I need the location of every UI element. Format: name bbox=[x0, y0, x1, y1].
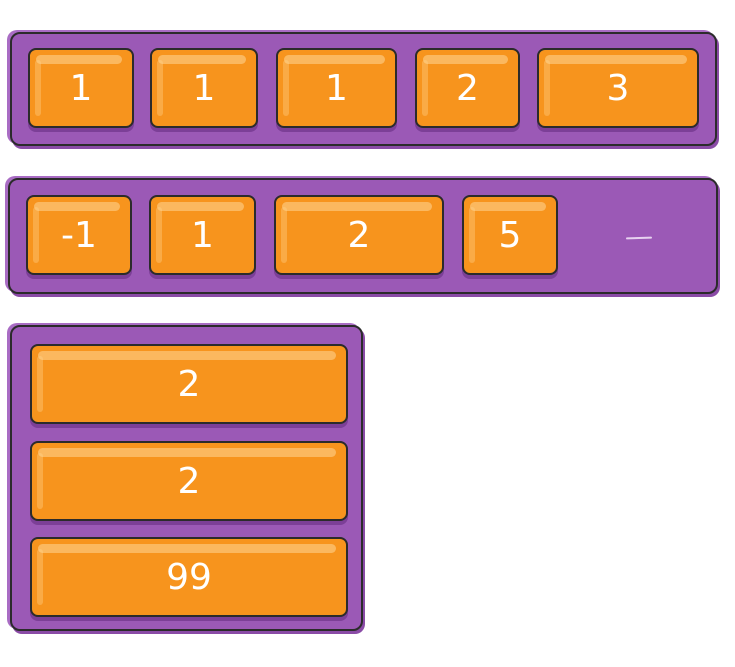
flex-item-label: 5 bbox=[498, 214, 522, 256]
flex-item-label: 2 bbox=[177, 363, 201, 405]
flex-item: 1 bbox=[150, 48, 258, 128]
flex-item-label: 3 bbox=[606, 67, 630, 109]
flex-item: 1 bbox=[276, 48, 397, 128]
flex-item-label: 1 bbox=[325, 67, 348, 109]
empty-space-mark bbox=[625, 236, 653, 240]
flex-item: 2 bbox=[274, 195, 444, 275]
flex-item-label: 1 bbox=[192, 67, 216, 109]
flex-row-container-1: 1 1 1 2 3 bbox=[10, 32, 717, 146]
flex-item: 2 bbox=[30, 441, 348, 521]
flex-item: 2 bbox=[415, 48, 520, 128]
flex-item-label: 2 bbox=[177, 460, 201, 502]
flex-item-label: 2 bbox=[347, 214, 371, 256]
flex-item: 99 bbox=[30, 537, 348, 617]
flex-item: 1 bbox=[149, 195, 256, 275]
flex-item-label: 1 bbox=[191, 214, 214, 256]
flex-item: 1 bbox=[28, 48, 134, 128]
flex-row-container-2: -1 1 2 5 bbox=[8, 178, 718, 294]
flex-item: 5 bbox=[462, 195, 558, 275]
flex-item-label: 1 bbox=[69, 67, 93, 109]
flex-column-container: 2 2 99 bbox=[10, 325, 363, 631]
flex-item: -1 bbox=[26, 195, 132, 275]
flex-item-label: -1 bbox=[61, 214, 97, 256]
flex-item-label: 2 bbox=[456, 67, 479, 109]
flex-item: 3 bbox=[537, 48, 699, 128]
flex-item-label: 99 bbox=[166, 556, 212, 598]
flex-item: 2 bbox=[30, 344, 348, 424]
